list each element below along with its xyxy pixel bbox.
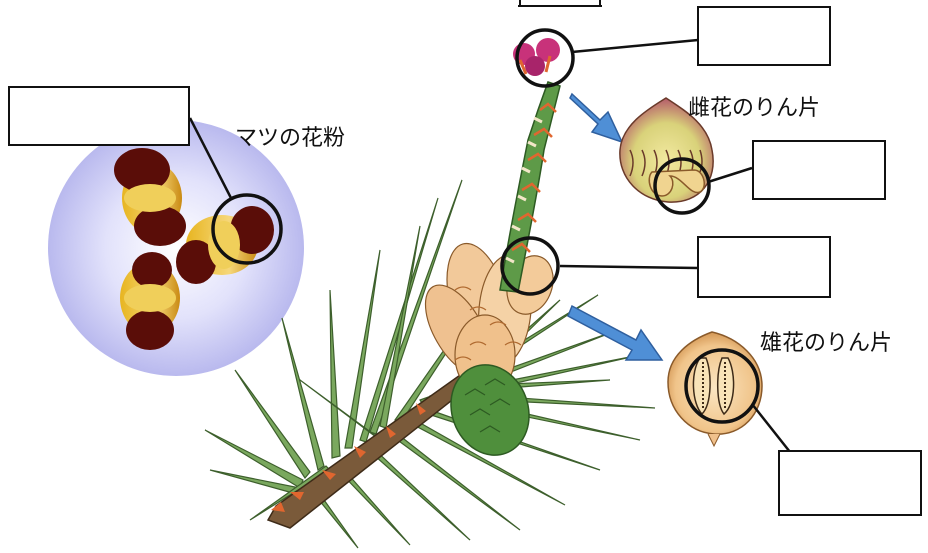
answer-box-pollen-sac[interactable] <box>778 450 922 516</box>
ovule-leader <box>708 168 752 182</box>
female-scale-label: 雌花のりん片 <box>688 90 820 122</box>
pollen-illustration <box>48 120 304 376</box>
young-cone <box>439 354 542 466</box>
answer-box-female-flower[interactable] <box>697 6 831 66</box>
male-flower-leader <box>560 266 698 268</box>
pollen-label: マツの花粉 <box>235 120 345 152</box>
answer-box-ovule[interactable] <box>752 140 886 200</box>
male-scale-label: 雄花のりん片 <box>760 325 892 357</box>
answer-box-pollen[interactable] <box>8 86 190 146</box>
answer-box-male-flower[interactable] <box>697 236 831 298</box>
pollen-sac-leader <box>752 404 790 452</box>
female-flower-leader <box>572 40 698 52</box>
arrow-icon <box>570 94 622 142</box>
arrow-icon <box>568 306 662 360</box>
